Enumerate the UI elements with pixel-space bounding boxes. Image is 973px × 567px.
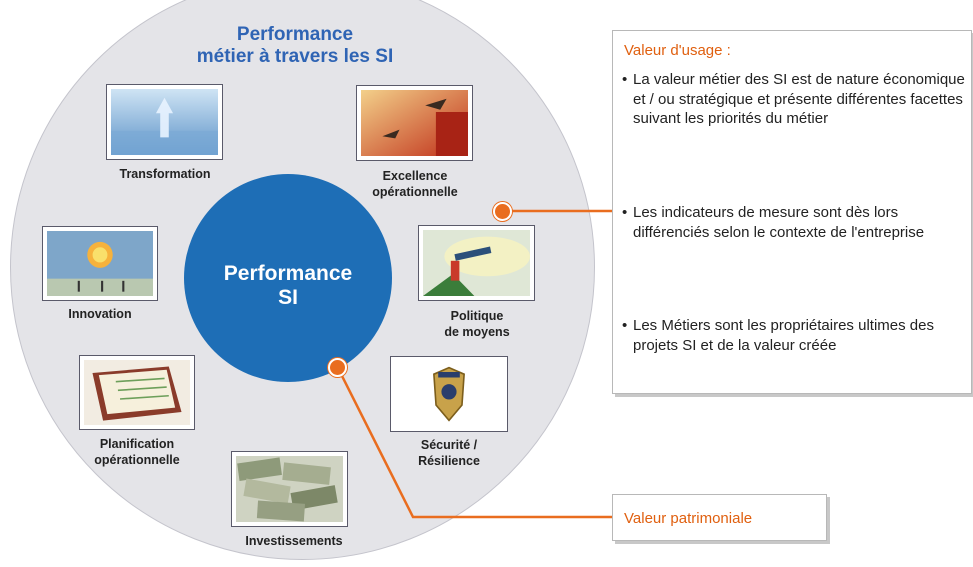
bullet-marker: •: [622, 71, 628, 88]
facet-label-transformation: Transformation: [119, 167, 211, 181]
bullet-marker: •: [622, 317, 628, 334]
usage-connector-dot: [493, 202, 512, 221]
politique-image: [418, 225, 535, 301]
outer-title: Performance métier à travers les SI: [196, 24, 394, 67]
excellence-image: [356, 85, 473, 161]
facet-label-innovation: Innovation: [68, 307, 132, 321]
usage-bullet-text: La valeur métier des SI est de nature éc…: [633, 71, 965, 127]
usage-bullet: • La valeur métier des SI est de nature …: [622, 70, 967, 129]
usage-bullet: • Les Métiers sont les propriétaires ult…: [622, 316, 967, 355]
planification-image: [79, 355, 195, 430]
innovation-image: [42, 226, 158, 301]
usage-bullet-text: Les Métiers sont les propriétaires ultim…: [633, 317, 934, 354]
usage-bullet: • Les indicateurs de mesure sont dès lor…: [622, 203, 967, 242]
facet-label-investissements: Investissements: [245, 534, 343, 548]
facet-label-planification: Planification opérationnelle: [94, 437, 180, 467]
facet-label-excellence: Excellence opérationnelle: [372, 169, 458, 199]
center-performance-circle: [184, 174, 392, 382]
center-label: Performance SI: [223, 262, 353, 309]
facet-label-politique: Politique de moyens: [444, 309, 510, 339]
usage-value-box: [612, 30, 972, 394]
facet-label-securite: Sécurité / Résilience: [418, 438, 480, 468]
heritage-box-title: Valeur patrimoniale: [624, 510, 753, 527]
transformation-image: [106, 84, 223, 160]
investissements-image: [231, 451, 348, 527]
usage-bullet-text: Les indicateurs de mesure sont dès lors …: [633, 204, 925, 241]
bullet-marker: •: [622, 204, 628, 221]
usage-box-title: Valeur d'usage :: [624, 42, 731, 59]
securite-image: [390, 356, 508, 432]
heritage-connector-dot: [328, 358, 347, 377]
heritage-value-box: [612, 494, 827, 541]
